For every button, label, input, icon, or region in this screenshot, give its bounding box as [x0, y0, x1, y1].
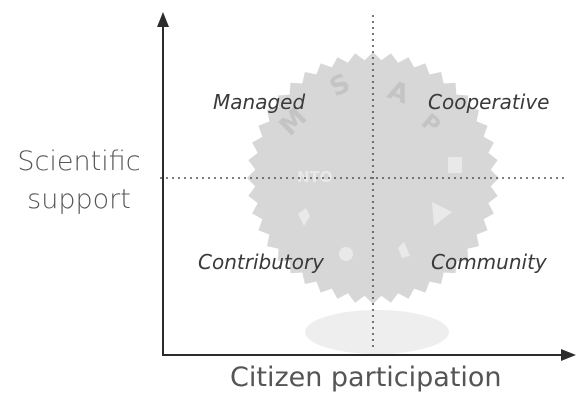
x-axis-arrowhead: [561, 349, 576, 361]
quadrant-label-managed: Managed: [213, 90, 306, 114]
quadrant-label-cooperative: Cooperative: [428, 90, 550, 114]
emblem-reflection: [305, 310, 449, 354]
emblem-word: NTO: [297, 168, 333, 186]
emblem-hands-icon: [398, 242, 410, 258]
quadrant-label-contributory: Contributory: [198, 250, 325, 274]
emblem-flower-icon: [339, 247, 353, 261]
quadrant-label-community: Community: [431, 250, 547, 274]
y-axis-label-line-1: Scientific: [17, 146, 141, 177]
x-axis-label: Citizen participation: [230, 362, 502, 393]
emblem-triangle-icon: [432, 202, 452, 226]
y-axis-label-line-2: support: [27, 184, 131, 215]
emblem-figure-icon: [298, 208, 310, 226]
y-axis-arrowhead: [157, 12, 169, 27]
y-axis-label: Scientific support: [4, 143, 154, 219]
emblem-square-icon: [448, 157, 462, 173]
